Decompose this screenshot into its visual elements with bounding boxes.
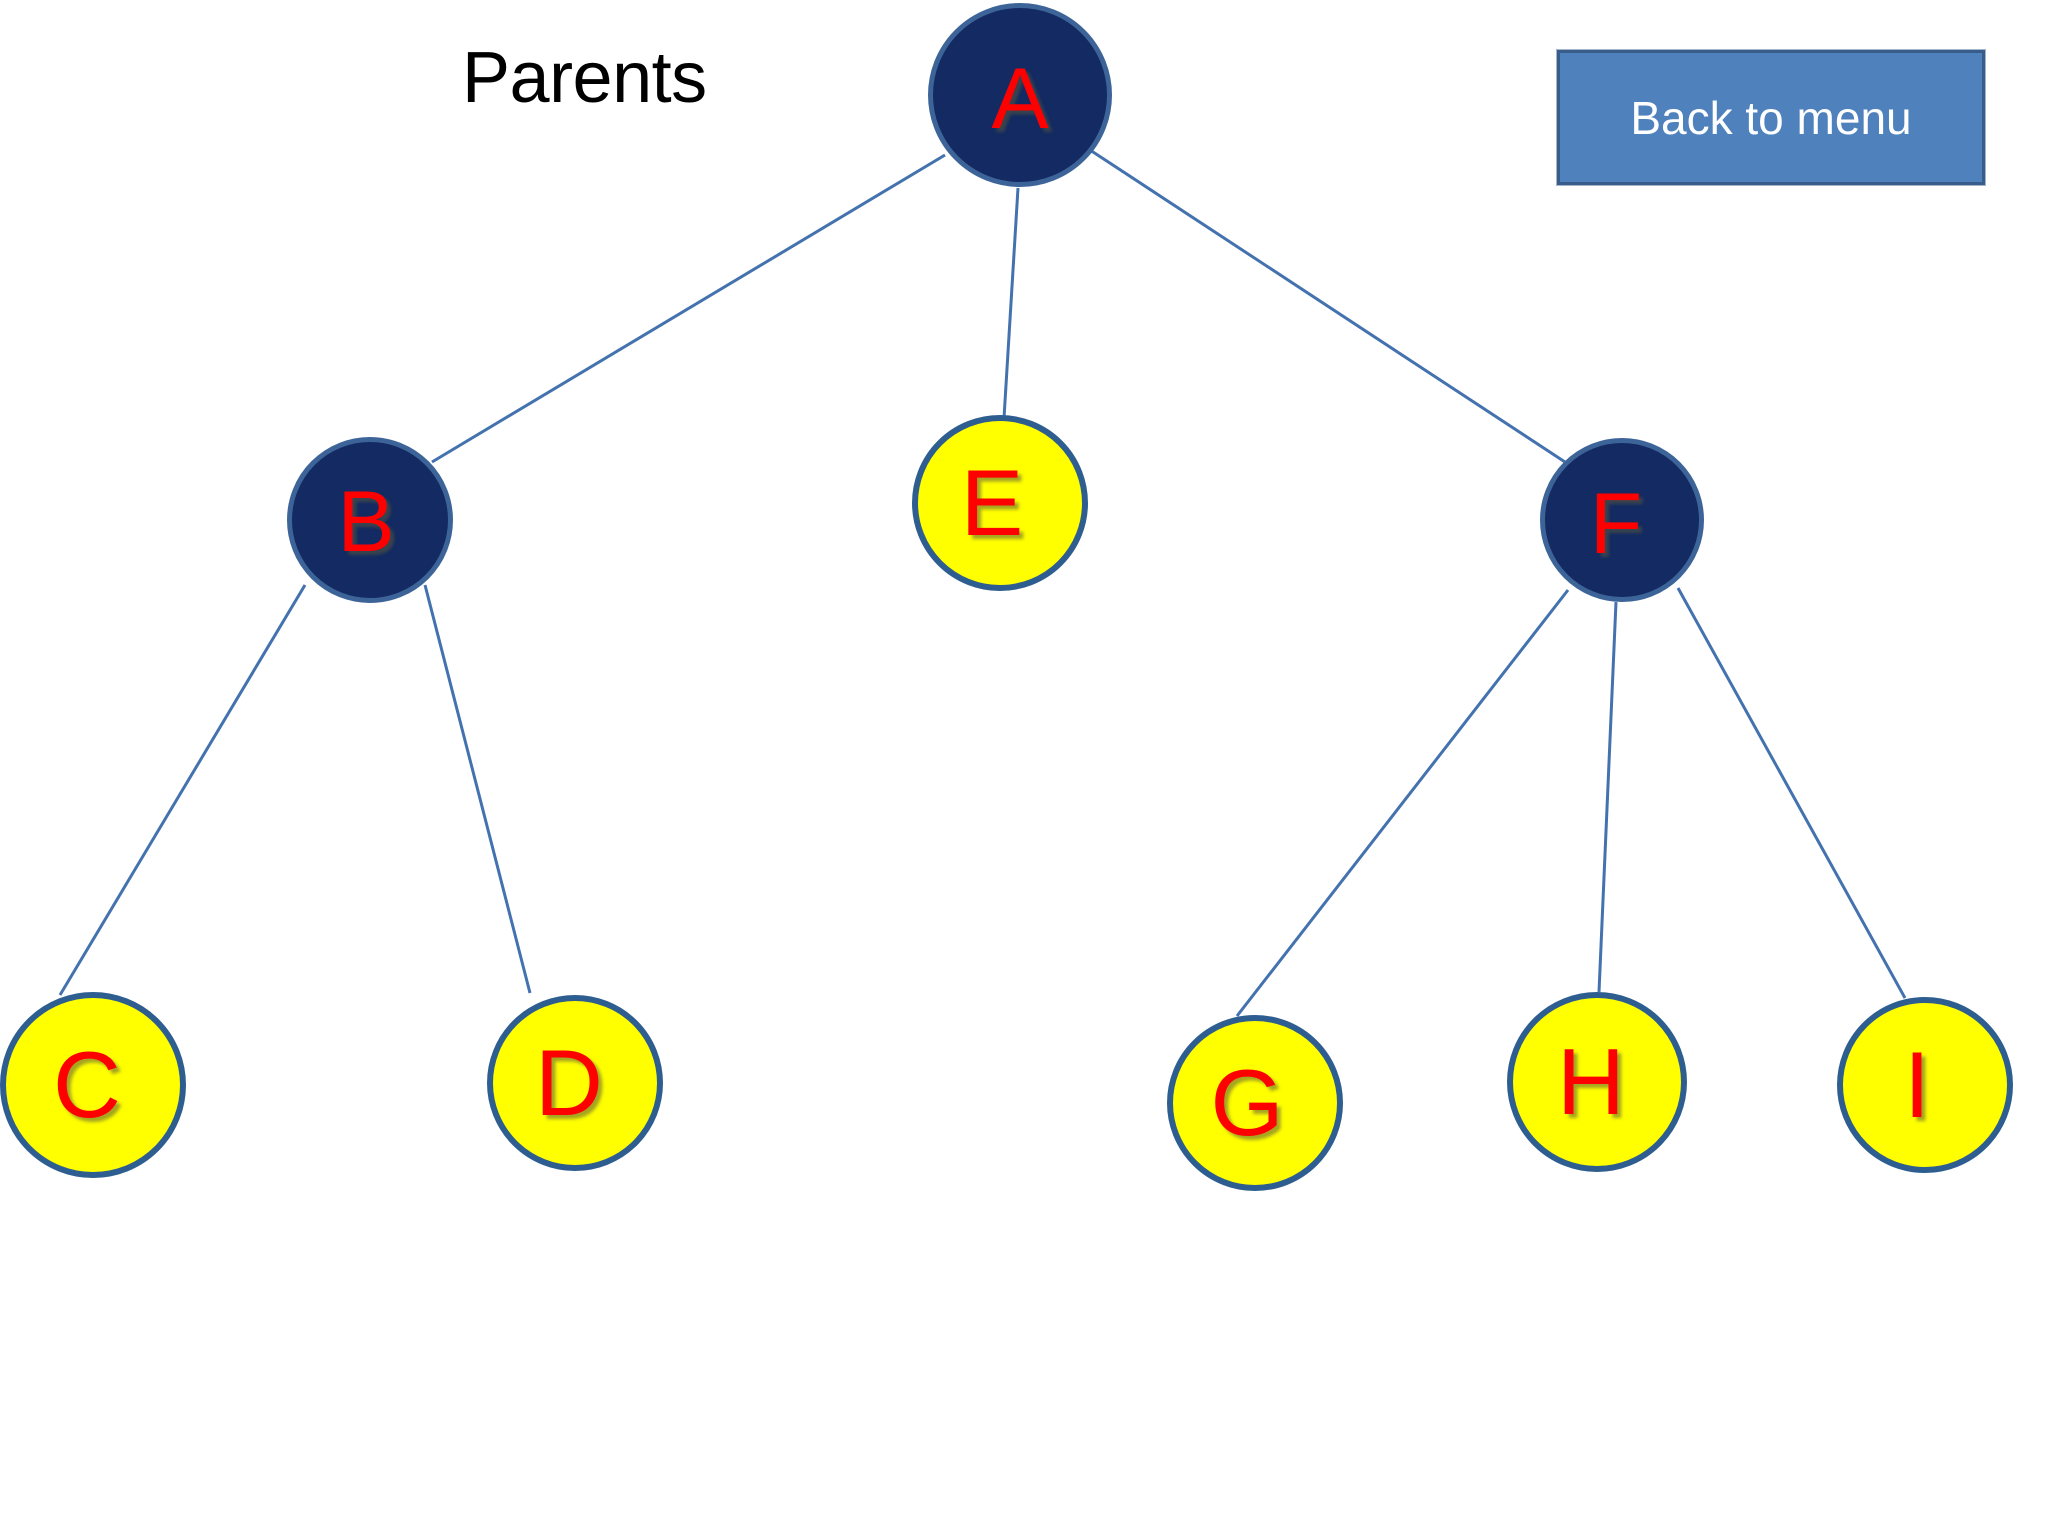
tree-node-g[interactable]: G: [1167, 1015, 1343, 1191]
tree-edge-f-g: [1235, 589, 1570, 1017]
tree-node-label-g: G: [1210, 1050, 1284, 1155]
tree-node-h[interactable]: H: [1507, 992, 1687, 1172]
tree-node-f[interactable]: F: [1540, 438, 1704, 602]
tree-edge-f-h: [1597, 601, 1618, 993]
tree-node-d[interactable]: D: [487, 995, 663, 1171]
tree-edge-b-d: [423, 584, 532, 994]
tree-edge-a-b: [431, 153, 946, 464]
tree-node-a[interactable]: A: [928, 3, 1112, 187]
tree-node-label-d: D: [535, 1030, 603, 1135]
tree-edge-b-c: [58, 584, 307, 996]
tree-node-b[interactable]: B: [287, 437, 453, 603]
tree-node-label-h: H: [1557, 1029, 1625, 1134]
tree-node-label-i: I: [1903, 1032, 1931, 1137]
tree-node-label-e: E: [960, 450, 1024, 555]
page-title: Parents: [462, 38, 707, 118]
back-to-menu-button[interactable]: Back to menu: [1557, 50, 1985, 185]
tree-node-label-c: C: [53, 1032, 121, 1137]
tree-edge-f-i: [1676, 587, 1907, 999]
tree-edge-a-e: [1002, 187, 1020, 419]
tree-edge-a-f: [1089, 148, 1566, 464]
tree-node-label-a: A: [991, 51, 1049, 147]
tree-node-c[interactable]: C: [0, 992, 186, 1178]
back-to-menu-label: Back to menu: [1630, 91, 1912, 144]
tree-node-e[interactable]: E: [912, 415, 1088, 591]
tree-node-i[interactable]: I: [1837, 997, 2013, 1173]
tree-node-label-f: F: [1589, 476, 1643, 572]
tree-node-label-b: B: [337, 474, 395, 570]
